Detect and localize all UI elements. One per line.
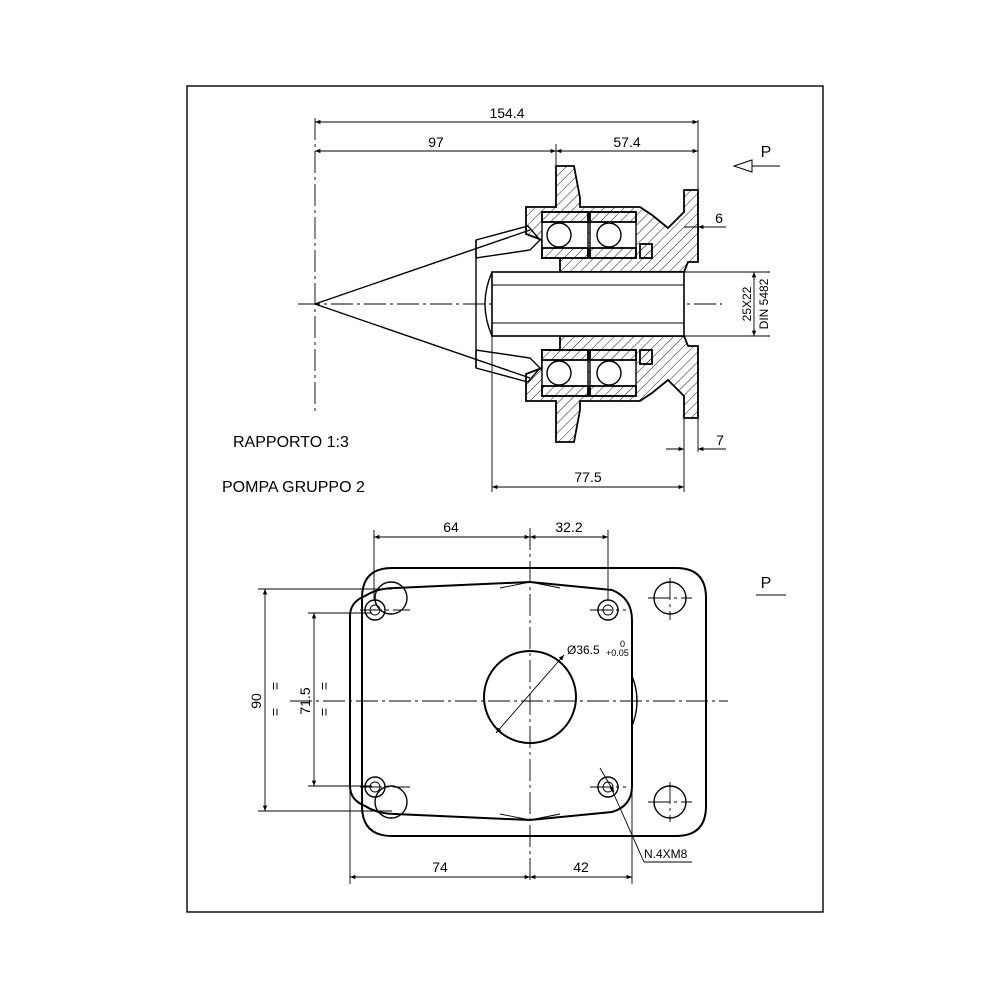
view-arrow-label: P [761,144,772,161]
ratio-note: RAPPORTO 1:3 [233,434,349,451]
dim-64-label: 64 [443,519,459,535]
bore-tol-lower: +0.05 [606,648,629,658]
dim-71-label: 71.5 [297,687,313,714]
bore-tol-upper: 0 [620,639,625,649]
front-view: Ø36.5 0 +0.05 P 64 32.2 90 = = 71.5 = = … [248,519,786,884]
bearings-lower [541,349,653,397]
corner-hole-tl [374,581,408,615]
view-arrow-p: P [732,144,780,173]
spline-size-label: 25X22 [740,286,754,321]
corner-hole-bl [374,785,408,819]
dim-154-label: 154.4 [489,105,524,121]
dim-6-label: 6 [715,210,723,226]
dim-74-label: 74 [432,859,448,875]
threaded-holes [360,599,626,798]
shaft [484,271,685,337]
dim-97-label: 97 [428,134,444,150]
spline-standard-label: DIN 5482 [757,278,771,329]
drive-cone [314,225,541,383]
dim-32-label: 32.2 [555,519,582,535]
dim-77-label: 77.5 [574,469,601,485]
pump-group-note: POMPA GRUPPO 2 [222,479,365,496]
front-view-label: P [761,575,772,592]
dim-90-equal-a: = [267,708,283,716]
central-bore [483,650,577,744]
dim-71-equal-b: = [316,682,332,690]
bearings-upper [541,211,653,259]
drawing-frame [186,85,824,913]
side-section-view: 154.4 97 57.4 P 6 7 77.5 25X22 DIN 5482 [298,105,780,492]
dim-90-label: 90 [248,693,264,709]
dim-7-label: 7 [716,432,724,448]
outer-flange [361,567,707,837]
bore-diameter-label: Ø36.5 [567,643,600,657]
dim-57-label: 57.4 [613,134,640,150]
dim-90-equal-b: = [267,682,283,690]
dim-42-label: 42 [573,859,589,875]
holes-callout: N.4XM8 [644,847,688,861]
dim-71-equal-a: = [316,708,332,716]
